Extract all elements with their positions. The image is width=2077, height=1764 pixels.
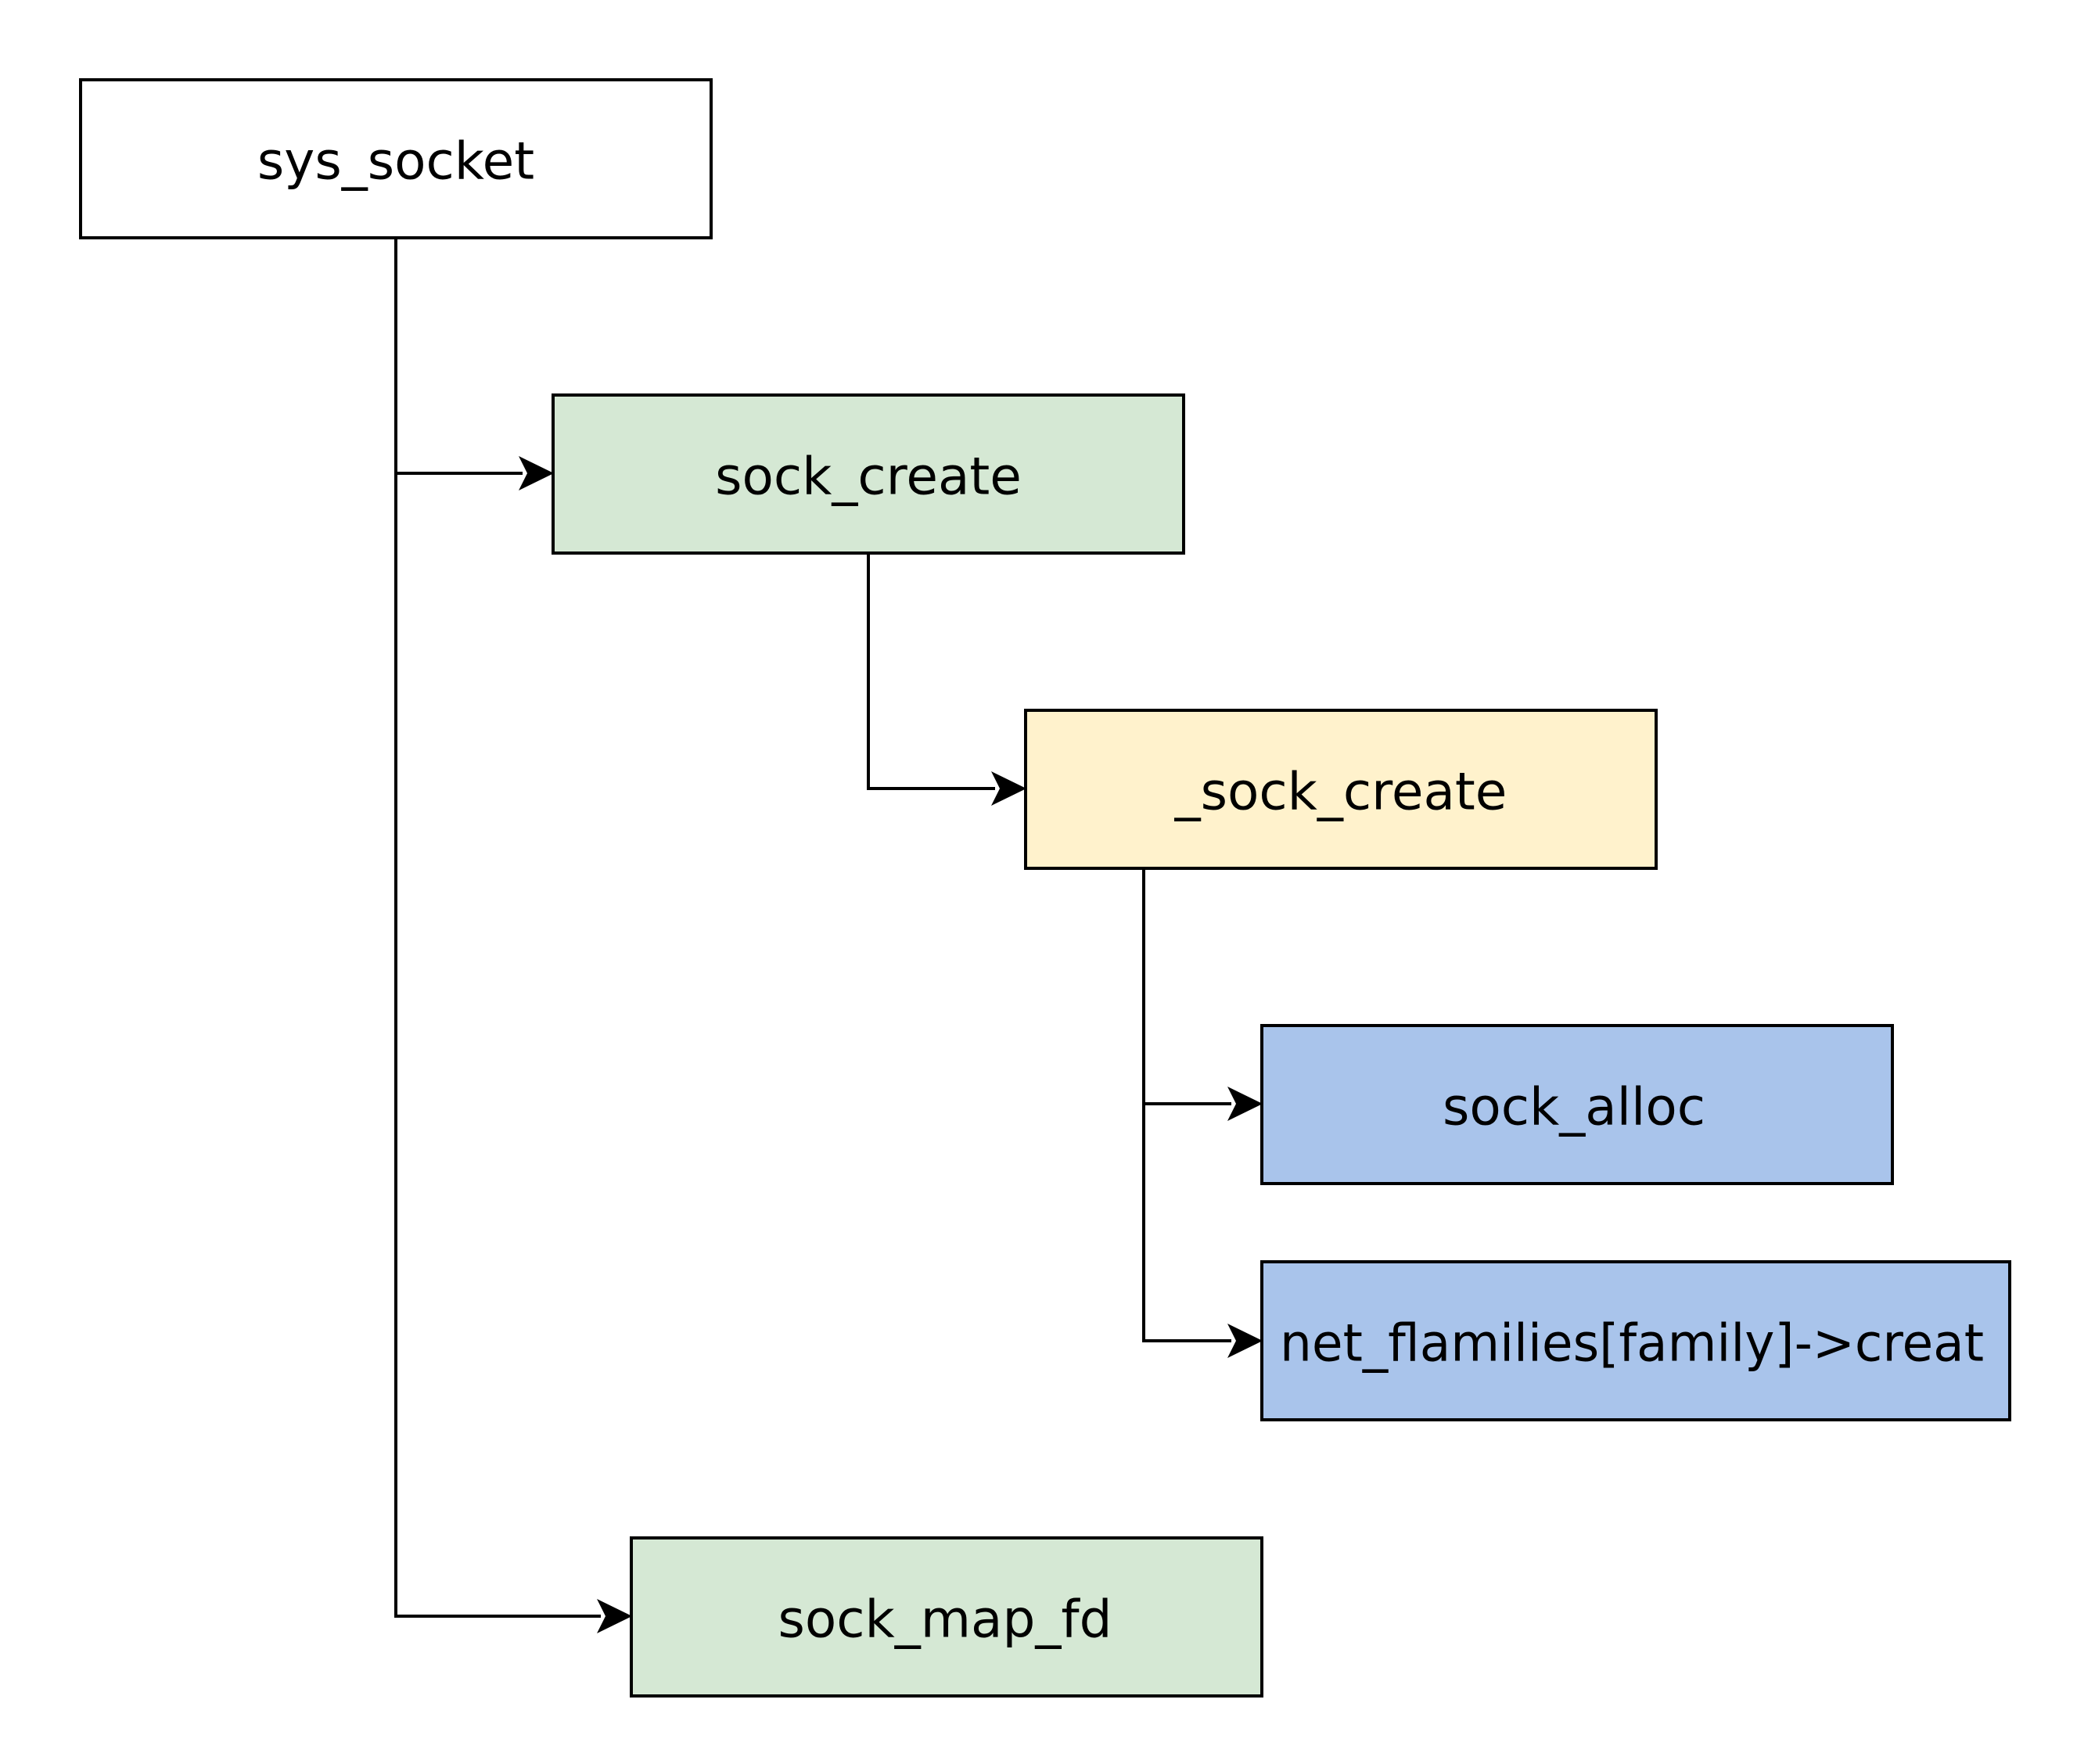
node-box xyxy=(79,78,713,239)
node-label: sock_alloc xyxy=(1443,1077,1705,1137)
arrowhead-icon xyxy=(597,1599,632,1633)
node-sock_map_fd: sock_map_fd xyxy=(630,1536,1263,1698)
node-box xyxy=(1260,1260,2011,1421)
edge-_sock_create-to-net_families_create xyxy=(1142,1104,1263,1358)
node-label: _sock_create xyxy=(1174,762,1507,822)
arrowhead-icon xyxy=(991,771,1026,806)
node-sock_alloc: sock_alloc xyxy=(1260,1024,1894,1185)
node-box xyxy=(1024,709,1658,870)
edge-sys_socket-to-sock_create xyxy=(394,239,554,490)
node-box xyxy=(630,1536,1263,1698)
node-_sock_create: _sock_create xyxy=(1024,709,1658,870)
node-sock_create: sock_create xyxy=(552,393,1185,555)
node-box xyxy=(552,393,1185,555)
edge-_sock_create-to-sock_alloc xyxy=(1142,868,1263,1121)
node-label: sys_socket xyxy=(257,131,534,192)
node-label: sock_map_fd xyxy=(778,1590,1112,1650)
arrowhead-icon xyxy=(1227,1324,1263,1358)
node-net_families_create: net_flamilies[family]->creat xyxy=(1260,1260,2011,1421)
node-label: sock_create xyxy=(715,447,1022,507)
node-label: net_flamilies[family]->creat xyxy=(1280,1313,1984,1374)
edge-sock_create-to-_sock_create xyxy=(867,554,1026,806)
arrowhead-icon xyxy=(1227,1087,1263,1121)
node-box xyxy=(1260,1024,1894,1185)
node-sys_socket: sys_socket xyxy=(79,78,713,239)
edge-sys_socket-to-sock_map_fd xyxy=(394,473,632,1633)
arrowhead-icon xyxy=(519,456,554,490)
